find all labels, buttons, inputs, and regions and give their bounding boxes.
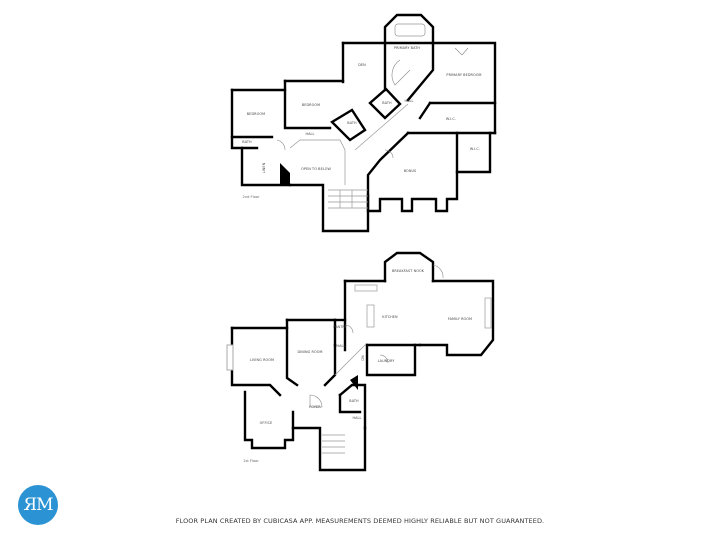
room-label-bath-lower: BATH — [349, 399, 359, 403]
room-label-wic-2: W.I.C. — [469, 147, 481, 151]
room-label-wic-1: W.I.C. — [445, 117, 457, 121]
room-label-open-to-below: OPEN TO BELOW — [301, 167, 331, 171]
room-label-bonus: BONUS — [403, 169, 417, 173]
brand-logo: ЯM — [18, 485, 58, 525]
room-label-family-room: FAMILY ROOM — [447, 317, 473, 321]
room-label-foyer: FOYER — [309, 405, 321, 409]
room-label-hall-upper-2: HALL — [305, 132, 315, 136]
room-label-bath-upper-center: BATH — [382, 101, 392, 105]
room-label-primary-bath: PRIMARY BATH — [393, 46, 421, 50]
room-label-linen: LINEN — [262, 162, 266, 174]
room-label-laundry: LAUNDRY — [377, 359, 395, 363]
room-label-den: DEN — [358, 63, 366, 67]
floor-label-lower: 1st Floor — [243, 459, 259, 463]
floor-label-upper: 2nd Floor — [242, 195, 260, 199]
room-label-pantry: PANTRY — [333, 325, 347, 329]
upper-floor-walls — [230, 13, 497, 233]
room-label-hall-lower-1: HALL — [336, 344, 346, 348]
room-label-living-room: LIVING ROOM — [249, 358, 275, 362]
lower-floor-walls — [226, 251, 495, 472]
room-label-breakfast-nook: BREAKFAST NOOK — [391, 269, 425, 273]
room-label-stairs-down: DN — [361, 355, 365, 361]
room-label-bedroom-2: BEDROOM — [301, 103, 321, 107]
room-label-kitchen: KITCHEN — [382, 315, 398, 319]
room-label-bedroom-1: BEDROOM — [246, 112, 266, 116]
room-label-primary-bedroom: PRIMARY BEDROOM — [446, 73, 482, 77]
room-label-hall-upper: HALL — [404, 99, 414, 103]
footer-disclaimer: FLOOR PLAN CREATED BY CUBICASA APP. MEAS… — [175, 517, 545, 525]
room-label-bath-upper-mid: BATH — [347, 121, 357, 125]
room-label-hall-lower-2: HALL — [352, 416, 362, 420]
logo-monogram: ЯM — [23, 495, 53, 515]
room-label-dining-room: DINING ROOM — [297, 350, 323, 354]
room-label-office: OFFICE — [259, 421, 273, 425]
room-label-bath-upper-left: BATH — [242, 140, 252, 144]
